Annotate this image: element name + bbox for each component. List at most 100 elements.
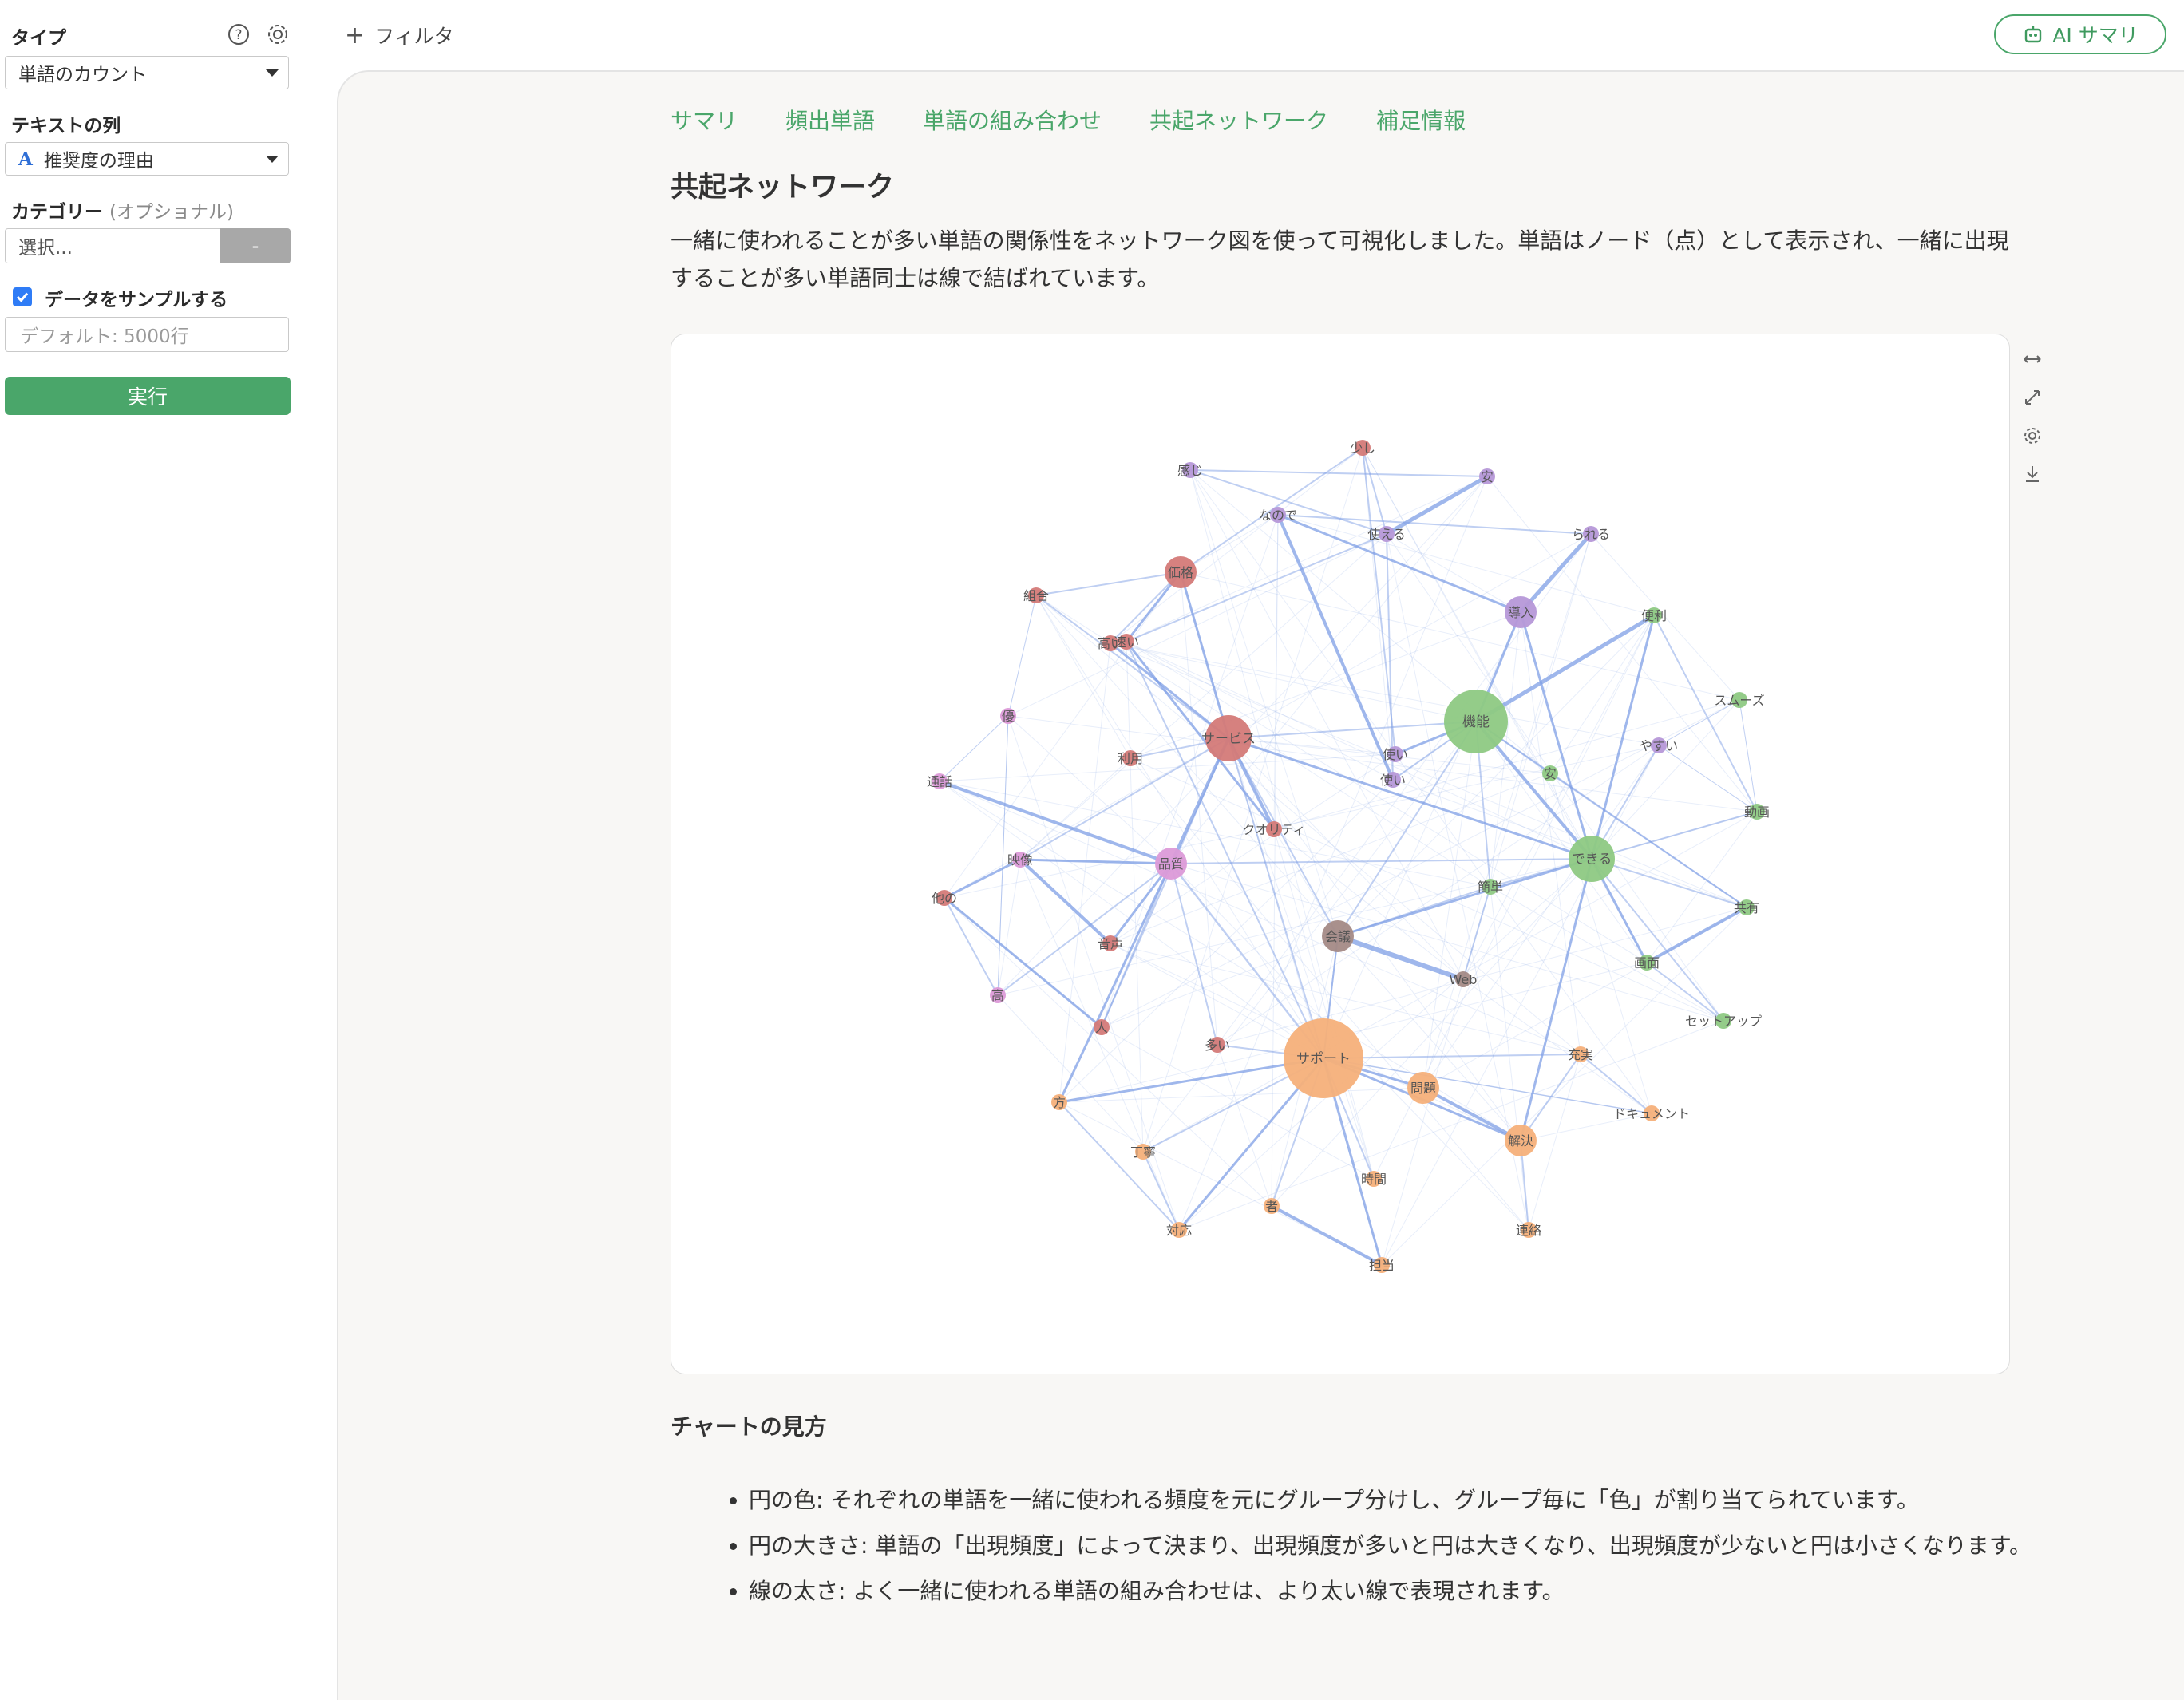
network-node-label: 速い bbox=[1114, 635, 1139, 650]
network-node[interactable] bbox=[1165, 556, 1197, 588]
network-node[interactable] bbox=[1284, 1018, 1363, 1098]
sample-label: データをサンプルする bbox=[45, 290, 228, 310]
network-node[interactable] bbox=[1209, 1037, 1225, 1053]
category-clear-button[interactable]: - bbox=[220, 228, 291, 263]
network-node[interactable] bbox=[1379, 526, 1395, 542]
type-select[interactable]: 単語のカウント bbox=[5, 56, 289, 89]
network-node[interactable] bbox=[1731, 692, 1747, 708]
chevron-down-icon bbox=[266, 156, 279, 163]
network-node[interactable] bbox=[932, 773, 948, 789]
network-node[interactable] bbox=[1444, 690, 1508, 753]
network-node[interactable] bbox=[1012, 852, 1028, 868]
network-node[interactable] bbox=[1385, 772, 1401, 788]
network-node[interactable] bbox=[1387, 746, 1403, 762]
network-node-label: 共有 bbox=[1734, 900, 1759, 915]
network-node[interactable] bbox=[1028, 587, 1044, 603]
sample-checkbox[interactable] bbox=[13, 287, 32, 306]
network-edge-faint bbox=[1110, 943, 1581, 1055]
network-node[interactable] bbox=[1264, 1198, 1280, 1214]
network-node[interactable] bbox=[1646, 607, 1662, 623]
network-node-label: 導入 bbox=[1508, 605, 1533, 620]
network-node[interactable] bbox=[1644, 1105, 1660, 1121]
network-node[interactable] bbox=[1374, 1257, 1390, 1273]
network-node[interactable] bbox=[1651, 737, 1667, 753]
network-node-label: スムーズ bbox=[1714, 693, 1764, 708]
network-edge-faint bbox=[1486, 476, 1758, 812]
sample-size-input[interactable]: デフォルト: 5000行 bbox=[5, 317, 289, 352]
run-button[interactable]: 実行 bbox=[5, 377, 291, 415]
network-node[interactable] bbox=[1118, 634, 1134, 650]
network-node[interactable] bbox=[936, 890, 952, 906]
network-node-label: 会議 bbox=[1325, 929, 1351, 944]
network-node-label: 担当 bbox=[1369, 1258, 1395, 1273]
network-node[interactable] bbox=[1322, 920, 1354, 952]
chart-settings-icon[interactable] bbox=[2018, 421, 2047, 450]
network-node[interactable] bbox=[1407, 1072, 1439, 1104]
network-node[interactable] bbox=[1542, 765, 1558, 781]
network-node[interactable] bbox=[1270, 507, 1286, 523]
network-node[interactable] bbox=[1739, 899, 1755, 915]
network-node[interactable] bbox=[1102, 635, 1118, 651]
add-filter-button[interactable]: + フィルタ bbox=[345, 21, 454, 49]
network-edge bbox=[1019, 737, 1229, 860]
tab-summary[interactable]: サマリ bbox=[671, 108, 738, 134]
tab-frequent-words[interactable]: 頻出単語 bbox=[785, 108, 876, 134]
network-edge-faint bbox=[1178, 1020, 1724, 1231]
network-node[interactable] bbox=[990, 987, 1006, 1003]
network-node[interactable] bbox=[1639, 955, 1655, 971]
network-node[interactable] bbox=[1366, 1171, 1382, 1187]
download-icon[interactable] bbox=[2018, 460, 2047, 488]
network-edge-faint bbox=[1180, 571, 1740, 701]
text-column-select[interactable]: A 推奨度の理由 bbox=[5, 142, 289, 176]
network-node[interactable] bbox=[1715, 1013, 1731, 1029]
help-icon[interactable]: ? bbox=[225, 21, 252, 48]
network-node-label: 解決 bbox=[1508, 1133, 1533, 1148]
network-edge bbox=[1058, 1101, 1180, 1231]
network-edge-faint bbox=[1422, 533, 1592, 1089]
network-edge-faint bbox=[1323, 611, 1521, 1059]
network-node[interactable] bbox=[1583, 526, 1599, 542]
ai-summary-button[interactable]: AI サマリ bbox=[1994, 14, 2166, 54]
network-node[interactable] bbox=[1505, 596, 1537, 628]
network-node[interactable] bbox=[1482, 879, 1498, 895]
network-node[interactable] bbox=[1573, 1046, 1589, 1062]
network-edge-faint bbox=[1019, 757, 1131, 860]
network-edge bbox=[1580, 1054, 1652, 1114]
network-node[interactable] bbox=[1749, 804, 1765, 820]
network-node[interactable] bbox=[1266, 821, 1282, 837]
network-node[interactable] bbox=[1505, 1125, 1537, 1156]
network-node[interactable] bbox=[1051, 1094, 1067, 1110]
network-node[interactable] bbox=[1569, 836, 1615, 882]
tab-cooccurrence-network[interactable]: 共起ネットワーク bbox=[1149, 108, 1329, 134]
network-node[interactable] bbox=[1094, 1019, 1110, 1035]
gear-icon[interactable] bbox=[264, 21, 291, 48]
network-node[interactable] bbox=[1521, 1222, 1537, 1238]
network-edge bbox=[1007, 595, 1037, 717]
network-node[interactable] bbox=[1479, 468, 1495, 484]
network-node[interactable] bbox=[1171, 1222, 1187, 1238]
page-title: 共起ネットワーク bbox=[671, 172, 895, 204]
network-node[interactable] bbox=[1000, 708, 1016, 724]
network-node[interactable] bbox=[1205, 715, 1252, 761]
network-node[interactable] bbox=[1122, 750, 1138, 766]
network-node[interactable] bbox=[1135, 1144, 1151, 1160]
expand-horizontal-icon[interactable] bbox=[2018, 345, 2047, 374]
network-edge-faint bbox=[1381, 745, 1660, 1266]
network-node[interactable] bbox=[1355, 440, 1371, 456]
network-edge-faint bbox=[1381, 907, 1747, 1266]
network-node[interactable] bbox=[1455, 971, 1471, 987]
network-node[interactable] bbox=[1182, 462, 1198, 478]
network-edge bbox=[939, 780, 1172, 865]
category-input[interactable]: 選択... bbox=[5, 228, 220, 263]
network-node[interactable] bbox=[1155, 848, 1187, 880]
tab-supplementary-info[interactable]: 補足情報 bbox=[1376, 108, 1466, 134]
plus-icon: + bbox=[345, 21, 366, 49]
category-label: カテゴリー (オプショナル) bbox=[11, 196, 234, 223]
tab-word-combinations[interactable]: 単語の組み合わせ bbox=[923, 108, 1102, 134]
network-edge bbox=[1337, 934, 1464, 982]
network-edge-faint bbox=[1395, 753, 1652, 1114]
network-node[interactable] bbox=[1102, 935, 1118, 951]
network-node-label: 者 bbox=[1265, 1199, 1278, 1214]
network-chart[interactable]: サポート機能サービスできる会議品質価格導入問題解決少し感じ安なので使えるられる組… bbox=[671, 334, 2010, 1374]
fullscreen-icon[interactable] bbox=[2018, 383, 2047, 412]
